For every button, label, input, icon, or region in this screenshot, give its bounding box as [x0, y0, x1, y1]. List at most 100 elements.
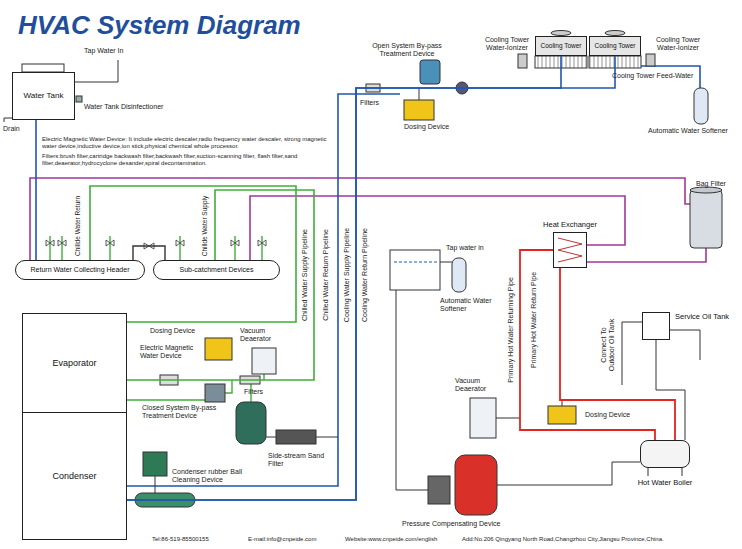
equipment	[455, 455, 497, 515]
valve-mark	[258, 240, 266, 246]
equipment-box: Water Tank	[12, 72, 75, 120]
callout-label: Vacuum Deaerator	[240, 327, 290, 343]
equipment	[419, 88, 420, 100]
header-vessel: Return Water Collecting Header	[15, 260, 145, 280]
callout-label: Cooling Tower Water-Ionizer	[650, 36, 706, 52]
node-label: Condenser	[52, 471, 96, 481]
callout-label: Chilled Water Return Pipeline	[322, 229, 330, 321]
callout-label: Tel:86-519-85500155	[152, 536, 209, 543]
callout-label: Open System By-pass Treatment Device	[362, 42, 452, 58]
valve-mark	[106, 240, 114, 246]
equipment	[252, 348, 276, 374]
valve-mark	[176, 240, 184, 246]
callout-label: E-mail:info@cnpeide.com	[248, 536, 316, 543]
equipment	[622, 322, 700, 476]
equipment	[605, 31, 625, 36]
equipment	[694, 88, 708, 124]
node-label: Sub-catchment Devices	[180, 266, 254, 274]
equipment	[548, 406, 576, 424]
equipment	[558, 238, 582, 262]
callout-label: Drain	[3, 125, 20, 133]
pipe-connector	[127, 190, 314, 380]
header-vessel: Sub-catchment Devices	[153, 260, 280, 280]
blue-pipe	[127, 94, 400, 486]
callout-label: Water Tank Disinfectioner	[84, 103, 163, 111]
equipment	[690, 187, 722, 193]
callout-label: Tap water in	[446, 244, 484, 252]
equipment-box: Cooling Tower	[535, 36, 587, 56]
callout-label: Pressure Compensating Device	[402, 520, 500, 528]
valve-mark	[46, 240, 54, 246]
node-label: Cooling Tower	[540, 42, 581, 49]
equipment	[690, 190, 722, 248]
equipment	[143, 452, 167, 476]
callout-label: Website:www.cnpeide.com/english	[345, 536, 437, 543]
callout-label: Dosing Device	[150, 327, 195, 335]
equipment	[470, 398, 496, 438]
callout-label: Side-stream Sand Filter	[268, 452, 330, 468]
callout-label: Automatic Water Softener	[440, 297, 495, 313]
node-label: Return Water Collecting Header	[31, 266, 130, 274]
valve-mark	[58, 240, 66, 246]
callout-label: Filters	[244, 388, 263, 396]
equipment	[276, 430, 316, 444]
node-label: Water Tank	[23, 91, 63, 100]
callout-label: Add:No.206 Qingyang North Road,Changzhou…	[462, 536, 664, 543]
pipe-connector	[90, 186, 296, 322]
equipment-box: Service Oil Tank	[642, 312, 670, 340]
callout-label: Filters:brush filter,cartridge backwash …	[42, 153, 335, 167]
equipment-box: Evaporator	[22, 313, 127, 413]
equipment	[205, 338, 232, 360]
callout-label: Cooing Tower Feed-Water	[612, 72, 693, 80]
callout-label: Dosing Device	[404, 123, 449, 131]
equipment	[420, 60, 440, 84]
equipment-box: Cooling Tower	[589, 36, 641, 56]
equipment	[646, 54, 655, 66]
title-text: HVAC System Diagram	[18, 10, 301, 41]
equipment	[452, 258, 466, 292]
equipment	[518, 54, 527, 68]
node-label: Evaporator	[52, 358, 96, 368]
callout-label: Cooling Water Supply Pipeline	[343, 228, 351, 322]
callout-label: Bag Filter	[696, 180, 726, 188]
callout-label: Dosing Device	[585, 411, 630, 419]
equipment-box: Condenser	[22, 412, 127, 540]
pipe-connector	[520, 250, 655, 440]
node-label: Hot Water Boiler	[638, 479, 693, 488]
green-pipe	[50, 236, 262, 260]
callout-label: Cooling Water Return Pipeline	[361, 228, 369, 322]
equipment-box: Hot Water Boiler	[640, 440, 690, 468]
equipment	[4, 60, 118, 122]
purple-pipe	[587, 248, 706, 262]
equipment	[404, 100, 434, 120]
callout-label: Chillde Water Supply	[201, 196, 208, 256]
callout-label: Condenser rubber Ball Cleaning Device	[172, 468, 258, 484]
node-label: Service Oil Tank	[675, 313, 729, 322]
pipe-connector	[127, 56, 561, 500]
callout-label: Primary Hot Water Return Pipe	[530, 272, 538, 368]
equipment	[428, 476, 450, 504]
pipe-connector	[127, 56, 615, 500]
callout-label: Primary Hot Water Returning Pipe	[507, 277, 515, 383]
callout-label: Cooling Tower Water-Ionizer	[480, 36, 534, 52]
callout-label: Closed System By-pass Treatment Device	[142, 404, 228, 420]
equipment	[76, 96, 82, 102]
pipe-connector	[656, 340, 685, 440]
pipe-connector	[560, 268, 675, 440]
equipment	[390, 250, 440, 290]
callout-label: Connect To Outdoor Oil Tank	[600, 314, 616, 376]
callout-label: Chilled Water Supply Pipeline	[301, 229, 309, 321]
node-label: Heat Exchanger	[543, 221, 597, 230]
pipe-connector	[133, 246, 165, 260]
equipment	[155, 437, 338, 493]
equipment	[205, 384, 225, 402]
node-label: Cooling Tower	[594, 42, 635, 49]
callout-label: Tap Water In	[84, 47, 123, 55]
blue-pipe	[394, 262, 438, 263]
pipe-connector	[35, 120, 37, 260]
equipment	[396, 262, 640, 490]
callout-label: Filters	[360, 99, 379, 107]
equipment	[236, 402, 266, 444]
valve-mark	[231, 240, 239, 246]
callout-label: Chillde Water Return	[74, 196, 81, 256]
